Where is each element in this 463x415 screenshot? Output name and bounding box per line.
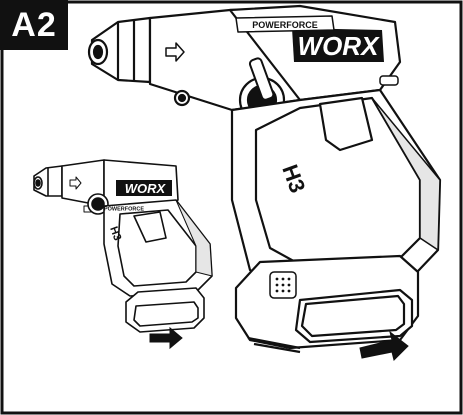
insert-arrow-large-icon	[359, 330, 409, 361]
series-label-large: POWERFORCE	[252, 20, 318, 30]
insert-arrow-small-icon	[149, 326, 183, 350]
large-hammer-drill	[87, 4, 442, 354]
step-badge: A2	[0, 0, 68, 50]
brand-logo-small: WORX	[125, 181, 167, 196]
brand-logo-large: WORX	[298, 31, 381, 61]
small-hammer-drill	[33, 159, 213, 333]
arrow-icon	[165, 42, 185, 62]
arrow-small-icon	[69, 176, 82, 190]
brand-panel	[292, 28, 384, 62]
trigger	[318, 96, 374, 152]
direction-switch	[379, 75, 399, 86]
series-label-small: POWERFORCE	[104, 207, 144, 213]
model-label-small: H3	[107, 225, 123, 242]
series-strip	[235, 15, 335, 33]
